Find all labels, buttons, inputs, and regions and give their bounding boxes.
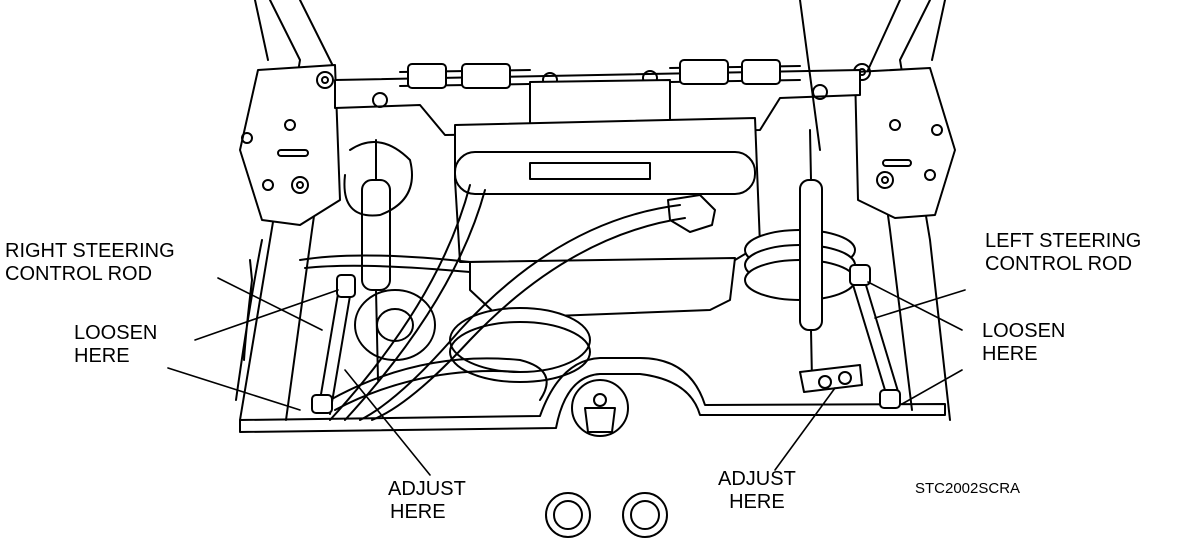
bolt-icon [882, 177, 888, 183]
round-plug-right [623, 493, 667, 537]
wire-harness-c [360, 205, 685, 420]
bolt-icon [839, 372, 851, 384]
leader-adjust-left [345, 370, 430, 475]
right-bracket-slot [883, 160, 911, 166]
bolt-icon [890, 120, 900, 130]
leader-adjust-right [775, 388, 835, 470]
left-rod-jam-nut-upper [850, 265, 870, 285]
bolt-icon [322, 77, 328, 83]
label-left-steering-control-rod: LEFT STEERING CONTROL ROD [985, 230, 1142, 275]
round-plug-right-inner [631, 501, 659, 529]
bolt-icon [285, 120, 295, 130]
bolt-icon [877, 172, 893, 188]
label-adjust-here-right: ADJUST HERE [718, 468, 796, 513]
wire-harness-b [330, 185, 485, 420]
figure-code: STC2002SCRA [915, 480, 1021, 497]
right-rod-jam-nut-lower [312, 395, 332, 413]
hose-clamp [742, 60, 780, 84]
round-plug-left-inner [554, 501, 582, 529]
right-bracket-plate [855, 68, 955, 218]
label-adjust-here-left: ADJUST HERE [388, 478, 466, 523]
bolt-icon [263, 180, 273, 190]
wire-harness-d [300, 255, 470, 272]
left-frame-outer [236, 240, 262, 400]
leader-loosen-lower-right [902, 370, 962, 404]
frame-cross-plate [240, 358, 945, 432]
leader-loosen-upper-right [868, 282, 962, 330]
label-loosen-here-left: LOOSEN HERE [74, 322, 158, 367]
left-rod-jam-nut-lower [880, 390, 900, 408]
pulley-center-lower [450, 322, 590, 382]
battery-label-window [530, 163, 650, 179]
leader-right-rod [218, 278, 322, 330]
battery-tray [470, 258, 735, 318]
left-steering-control-rod [850, 272, 900, 400]
battery-top-cover [455, 152, 755, 194]
left-gas-spring [362, 180, 390, 290]
right-rod-jam-nut-upper [337, 275, 355, 297]
center-plug-hole [594, 394, 606, 406]
wire-harness-e [330, 358, 547, 410]
wire-harness-a [344, 142, 412, 216]
label-loosen-here-right: LOOSEN HERE [982, 320, 1066, 365]
left-bracket-slot [278, 150, 308, 156]
hose-fitting [680, 60, 728, 84]
cable [800, 0, 820, 150]
pulley-left [355, 290, 435, 360]
leader-loosen-upper-left [195, 290, 338, 340]
hose-clamp [408, 64, 446, 88]
left-bracket-plate [240, 65, 340, 225]
bolt-icon [297, 182, 303, 188]
hose-fitting [462, 64, 510, 88]
bolt-icon [932, 125, 942, 135]
right-gas-spring [800, 180, 822, 330]
label-right-steering-control-rod: RIGHT STEERING CONTROL ROD [5, 240, 175, 285]
bolt-icon [242, 133, 252, 143]
round-plug-left [546, 493, 590, 537]
bolt-icon [292, 177, 308, 193]
bolt-icon [317, 72, 333, 88]
center-plug-tab [585, 408, 615, 432]
right-steering-control-rod [318, 282, 352, 414]
bolt-icon [373, 93, 387, 107]
bolt-icon [925, 170, 935, 180]
leader-left-rod [875, 290, 965, 318]
leader-lines [168, 278, 965, 475]
bolt-icon [819, 376, 831, 388]
leader-loosen-lower-left [168, 368, 300, 410]
